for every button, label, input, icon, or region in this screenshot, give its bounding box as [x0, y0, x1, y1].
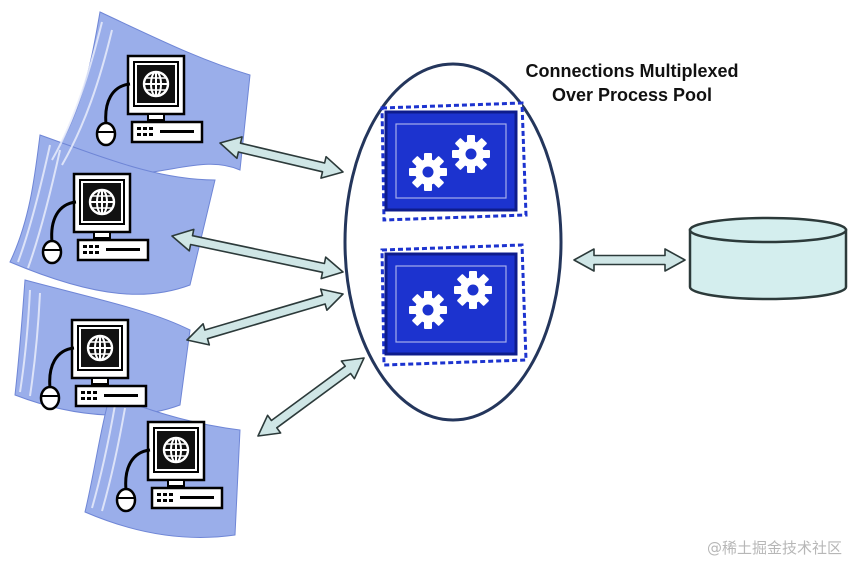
gear-icon [452, 135, 490, 173]
database-cylinder-icon [688, 216, 848, 301]
client-connection-arrow [171, 228, 344, 280]
process-box-2 [380, 243, 528, 367]
process-box-1 [380, 101, 528, 222]
gear-icon [409, 153, 447, 191]
gear-icon [409, 291, 447, 329]
watermark: @稀土掘金技术社区 [707, 539, 842, 557]
diagram-title-line-1: Connections Multiplexed [525, 61, 738, 81]
database-connection-arrow [573, 248, 686, 272]
client-connection-arrow [257, 357, 365, 437]
client-connection-arrow [186, 288, 344, 346]
diagram-title-line-2: Over Process Pool [552, 85, 712, 105]
client-connection-arrow [219, 136, 344, 179]
connection-arrows [171, 136, 686, 437]
gear-icon [454, 271, 492, 309]
